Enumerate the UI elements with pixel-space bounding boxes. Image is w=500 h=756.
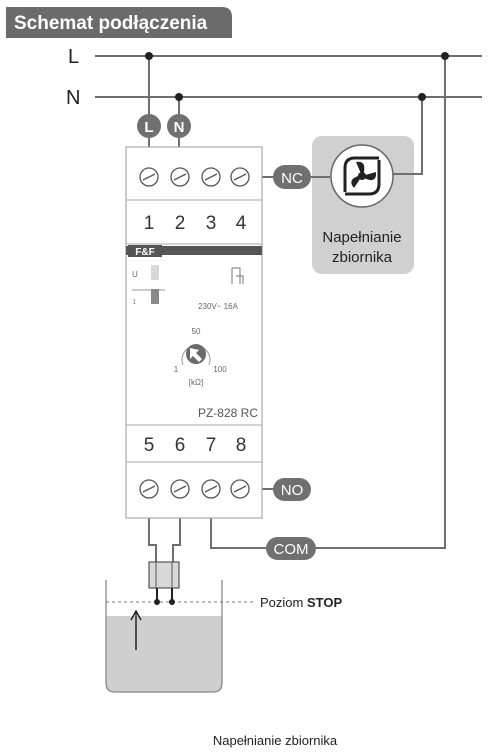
svg-text:N: N (174, 119, 185, 136)
power-led (151, 265, 159, 280)
top-terminals (139, 167, 250, 187)
water-tank (105, 561, 255, 693)
badge-nc: NC (273, 165, 311, 189)
title-text: Schemat podłączenia (14, 13, 208, 34)
relay-led (151, 289, 159, 304)
badge-com: COM (266, 537, 316, 560)
badge-n: N (167, 114, 191, 138)
u-label: U (132, 270, 138, 279)
svg-text:NC: NC (281, 170, 303, 187)
svg-text:5: 5 (144, 435, 155, 456)
svg-text:3: 3 (206, 213, 217, 234)
line-n-label: N (66, 87, 80, 109)
supply-lines (95, 55, 482, 98)
dial-min-label: 1 (174, 365, 179, 374)
relay-icon (231, 267, 244, 284)
svg-text:8: 8 (236, 435, 247, 456)
pump-label-line1: Napełnianie (322, 229, 401, 246)
svg-text:6: 6 (175, 435, 186, 456)
level-probe (148, 561, 180, 605)
dial-mid-label: 50 (192, 327, 201, 336)
sensitivity-dial[interactable] (181, 344, 211, 366)
svg-text:NO: NO (281, 482, 304, 499)
brand-logo: F&F (135, 247, 154, 258)
svg-text:2: 2 (175, 213, 186, 234)
svg-text:7: 7 (206, 435, 217, 456)
pump-panel: Napełnianie zbiornika (311, 136, 414, 274)
junction-dots (145, 52, 449, 101)
svg-text:COM: COM (274, 541, 309, 558)
pump-label-line2: zbiornika (332, 249, 393, 266)
badge-no: NO (273, 478, 311, 501)
title-badge: Schemat podłączenia (6, 7, 232, 38)
bottom-terminals (139, 479, 250, 499)
fan-pump-icon (330, 144, 394, 208)
relay-device: 1 2 3 4 F&F U ↕ 230V~ 16A 50 1 100 [kΩ] (125, 146, 263, 519)
stop-level-label: Poziom STOP (260, 595, 342, 610)
rating-text: 230V~ 16A (198, 302, 238, 311)
svg-text:4: 4 (236, 213, 247, 234)
svg-text:L: L (144, 119, 153, 136)
top-terminal-numbers: 1 2 3 4 (144, 213, 247, 234)
bottom-terminal-numbers: 5 6 7 8 (144, 435, 247, 456)
svg-text:1: 1 (144, 213, 155, 234)
dial-max-label: 100 (213, 365, 227, 374)
dial-unit: [kΩ] (189, 378, 203, 387)
badge-l: L (137, 114, 161, 138)
model-label: PZ-828 RC (198, 406, 258, 420)
line-l-label: L (68, 46, 79, 68)
diagram-caption: Napełnianie zbiornika (213, 733, 338, 748)
relay-state-label: ↕ (132, 296, 137, 306)
level-arrow-icon (130, 609, 142, 650)
